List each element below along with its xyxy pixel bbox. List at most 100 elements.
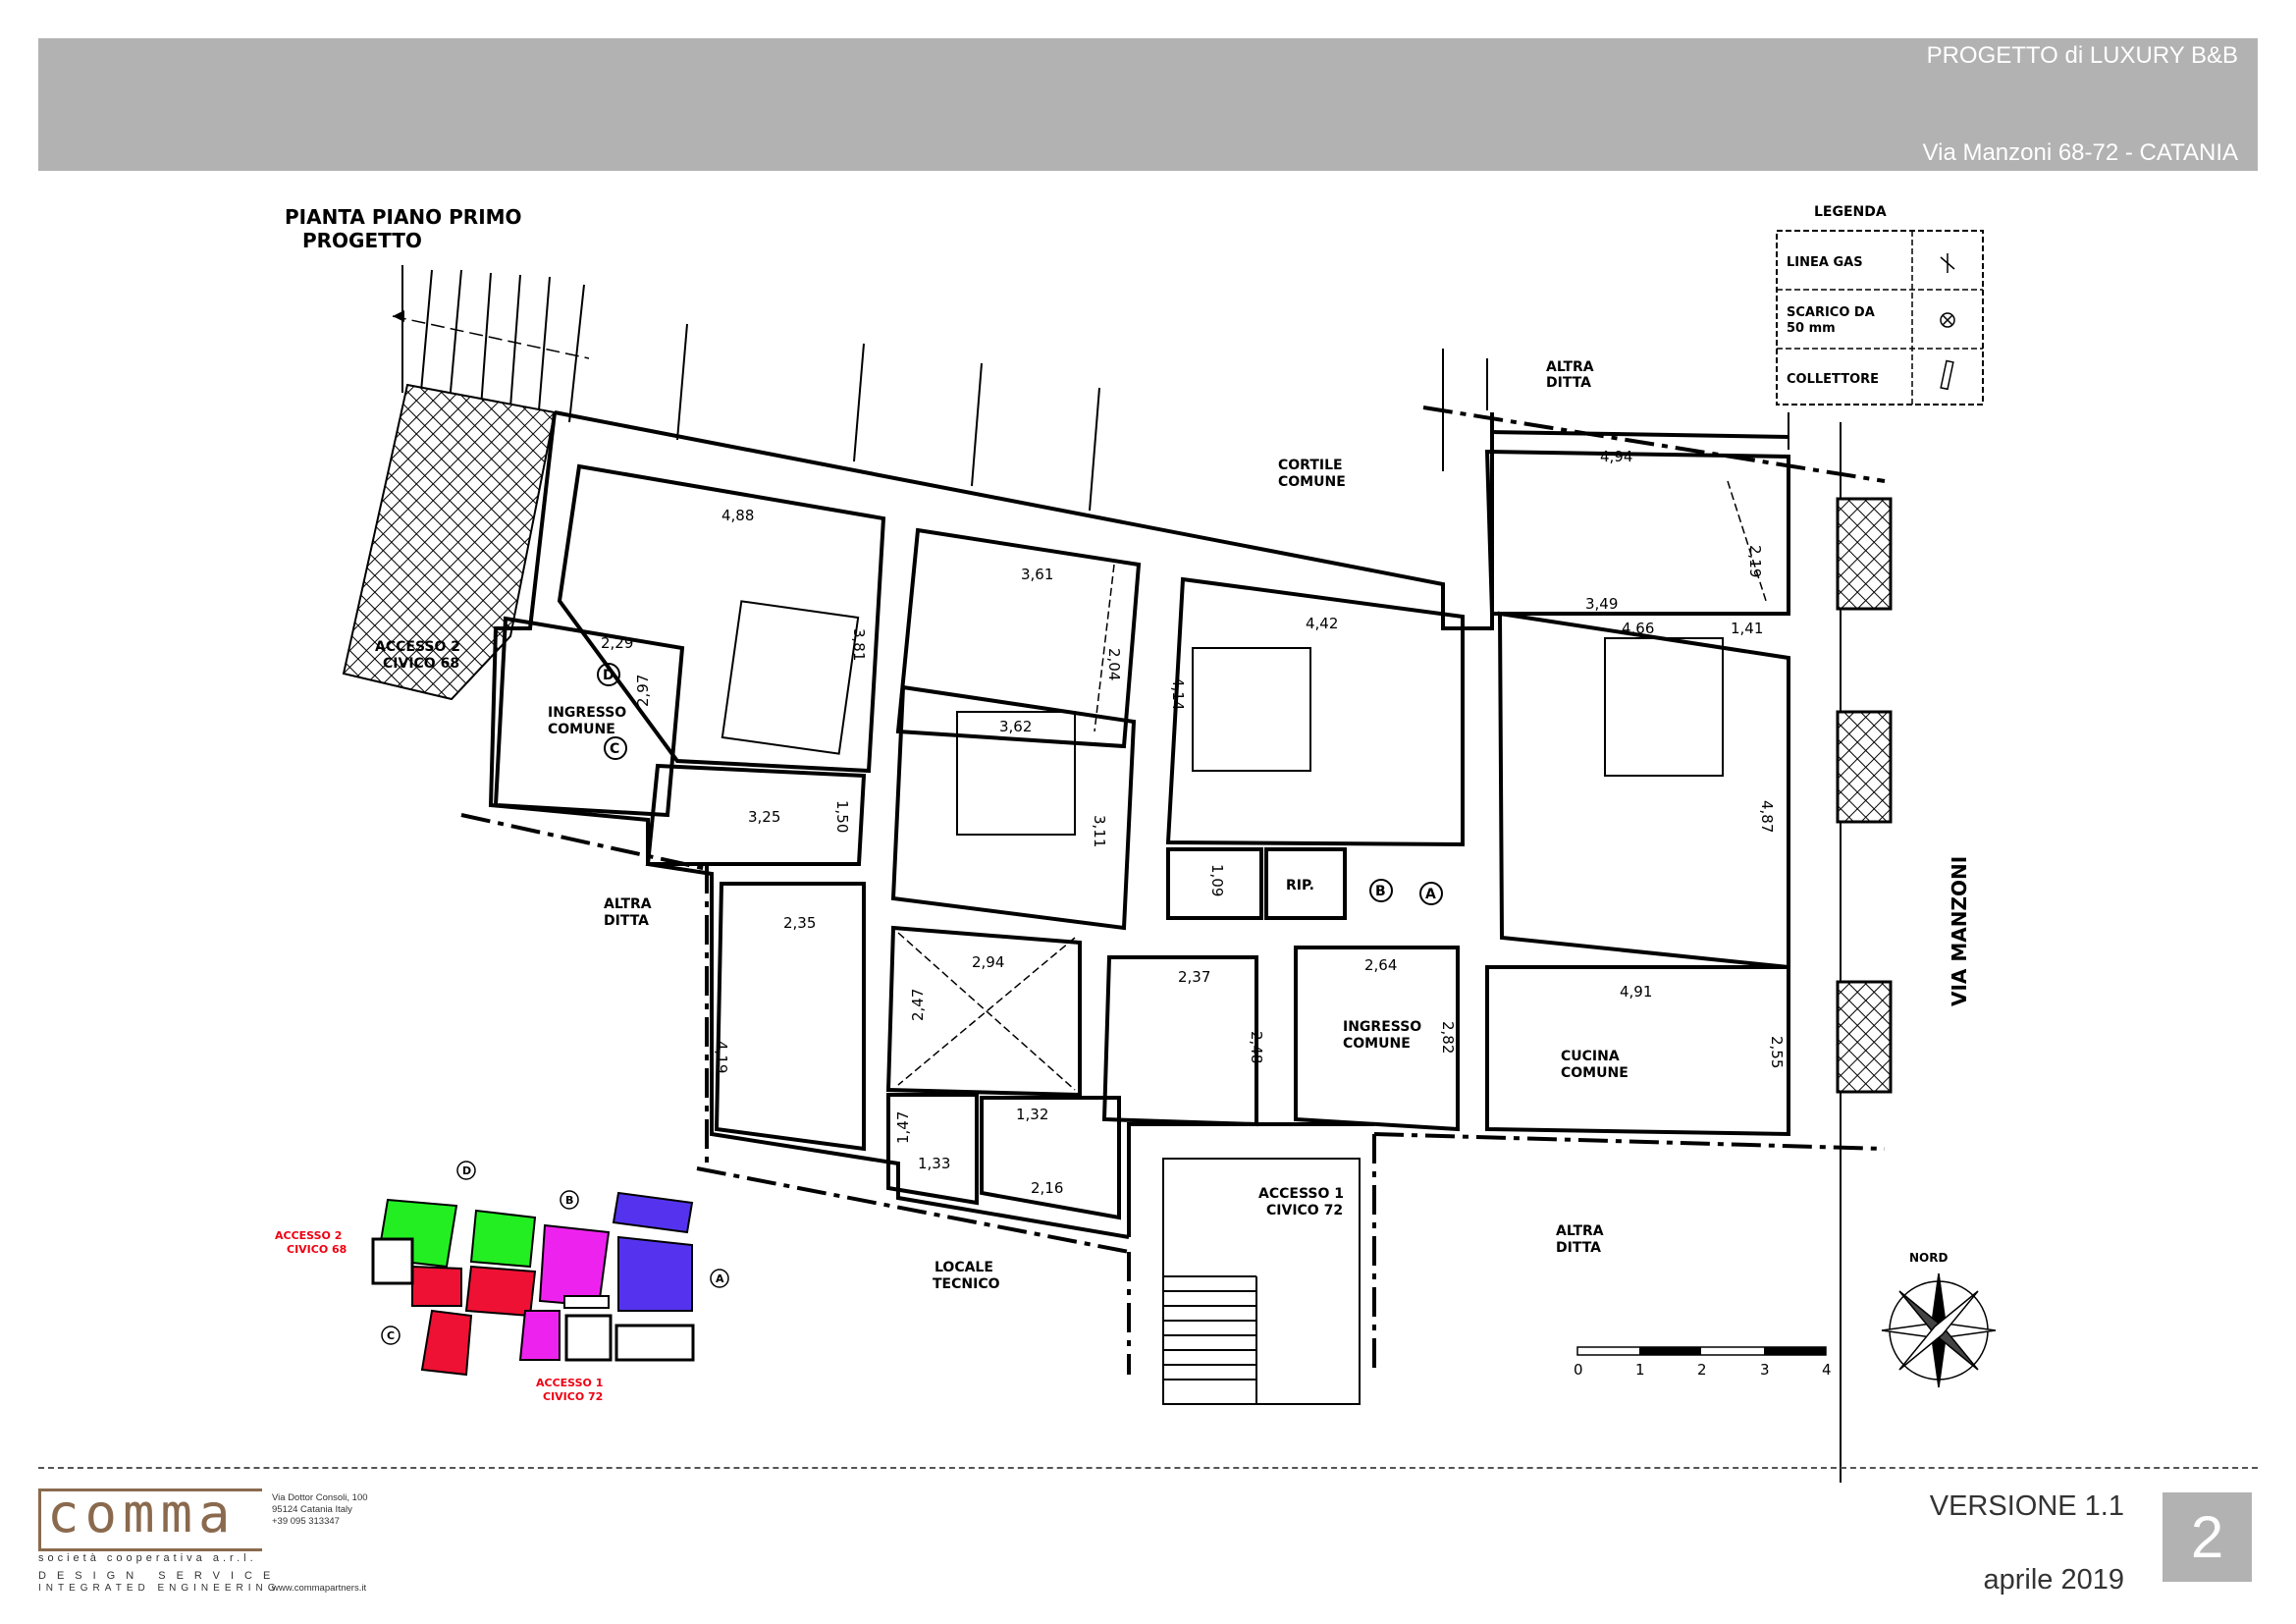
svg-text:4,19: 4,19 bbox=[713, 1041, 730, 1073]
svg-text:3,25: 3,25 bbox=[748, 808, 780, 826]
marker-c: C bbox=[610, 741, 619, 757]
label-accesso-2-1: ACCESSO 2 bbox=[375, 639, 460, 655]
svg-text:CIVICO 68: CIVICO 68 bbox=[287, 1243, 347, 1256]
room-rip bbox=[1264, 847, 1347, 920]
legend-drain-label-1: SCARICO DA bbox=[1787, 305, 1875, 320]
svg-text:4,91: 4,91 bbox=[1620, 983, 1652, 1001]
label-rip: RIP. bbox=[1286, 878, 1314, 893]
date-label: aprile 2019 bbox=[1983, 1564, 2125, 1596]
marker-d: D bbox=[603, 668, 614, 683]
svg-text:2,16: 2,16 bbox=[1031, 1179, 1063, 1197]
label-altra-ditta-top-2: DITTA bbox=[1546, 375, 1591, 391]
room-technical-1 bbox=[886, 1093, 979, 1206]
label-locale-2: TECNICO bbox=[933, 1276, 1000, 1292]
company-website[interactable]: www.commapartners.it bbox=[272, 1583, 367, 1594]
project-address: Via Manzoni 68-72 - CATANIA bbox=[1922, 139, 2238, 166]
legend-title: LEGENDA bbox=[1814, 204, 1887, 220]
label-altra-ditta-bottom-2: DITTA bbox=[1556, 1240, 1601, 1256]
svg-text:2,82: 2,82 bbox=[1439, 1021, 1457, 1054]
scale-bar: 0 1 2 3 4 bbox=[1574, 1346, 1832, 1379]
svg-text:4,66: 4,66 bbox=[1622, 620, 1654, 637]
label-altra-ditta-left-1: ALTRA bbox=[604, 896, 652, 912]
svg-text:2,55: 2,55 bbox=[1768, 1036, 1786, 1068]
room-bedroom-4 bbox=[1497, 611, 1790, 970]
label-accesso-1-2: CIVICO 72 bbox=[1266, 1203, 1343, 1218]
label-ingresso-2a: INGRESSO bbox=[1343, 1019, 1421, 1035]
legend-gas-label: LINEA GAS bbox=[1787, 255, 1863, 270]
svg-text:1,09: 1,09 bbox=[1208, 864, 1226, 896]
label-cortile-2: COMUNE bbox=[1278, 474, 1346, 490]
company-tagline-2: INTEGRATED ENGINEERING bbox=[38, 1583, 281, 1594]
label-via-manzoni: VIA MANZONI bbox=[1948, 856, 1971, 1006]
room-storage-1 bbox=[1166, 847, 1263, 920]
svg-text:2: 2 bbox=[1697, 1361, 1707, 1379]
svg-text:2,35: 2,35 bbox=[783, 914, 816, 932]
svg-text:4,87: 4,87 bbox=[1758, 800, 1776, 833]
plan-subtitle: PROGETTO bbox=[302, 229, 422, 252]
north-arrow-icon bbox=[1881, 1272, 1997, 1388]
svg-text:3,81: 3,81 bbox=[850, 628, 868, 661]
svg-text:1,47: 1,47 bbox=[894, 1111, 912, 1144]
room-technical-2 bbox=[980, 1096, 1121, 1220]
key-map-labels: ACCESSO 2 CIVICO 68 ACCESSO 1 CIVICO 72 bbox=[275, 1229, 603, 1403]
svg-text:C: C bbox=[387, 1329, 395, 1342]
collector-icon bbox=[1940, 359, 1954, 391]
label-ingresso-2b: COMUNE bbox=[1343, 1036, 1411, 1052]
svg-text:3,11: 3,11 bbox=[1091, 815, 1108, 847]
label-ingresso-1b: COMUNE bbox=[548, 722, 615, 737]
svg-text:1: 1 bbox=[1635, 1361, 1645, 1379]
svg-text:4,94: 4,94 bbox=[1600, 448, 1632, 465]
svg-text:3,61: 3,61 bbox=[1021, 566, 1053, 583]
label-altra-ditta-top-1: ALTRA bbox=[1546, 359, 1594, 375]
svg-text:ACCESSO 1: ACCESSO 1 bbox=[536, 1377, 603, 1389]
svg-text:2,97: 2,97 bbox=[634, 675, 652, 707]
key-map bbox=[371, 1161, 729, 1377]
plan-title: PIANTA PIANO PRIMO bbox=[285, 205, 522, 229]
gas-line-icon bbox=[1940, 253, 1955, 273]
hatched-area bbox=[342, 383, 557, 701]
svg-text:4,42: 4,42 bbox=[1306, 615, 1338, 632]
svg-text:CIVICO 72: CIVICO 72 bbox=[543, 1390, 603, 1403]
label-nord: NORD bbox=[1909, 1251, 1948, 1265]
dimension-labels: 4,88 3,61 2,04 4,42 4,14 4,94 2,19 3,49 … bbox=[601, 448, 1786, 1197]
company-address: Via Dottor Consoli, 100 95124 Catania It… bbox=[272, 1492, 368, 1527]
room-bath-1 bbox=[895, 527, 1142, 749]
room-bedroom-2 bbox=[890, 684, 1137, 931]
company-logo bbox=[38, 1489, 262, 1551]
svg-text:0: 0 bbox=[1574, 1361, 1583, 1379]
label-cucina-1: CUCINA bbox=[1561, 1049, 1620, 1064]
svg-text:2,64: 2,64 bbox=[1364, 956, 1397, 974]
key-map-markers: D B C A bbox=[387, 1164, 724, 1342]
room-ingresso-2 bbox=[1294, 946, 1460, 1132]
svg-text:1,41: 1,41 bbox=[1731, 620, 1763, 637]
access-markers: A B C D bbox=[597, 663, 1443, 905]
svg-text:D: D bbox=[462, 1164, 471, 1177]
label-accesso-2-2: CIVICO 68 bbox=[383, 656, 459, 672]
balcony-1 bbox=[1836, 497, 1893, 611]
svg-text:2,37: 2,37 bbox=[1178, 968, 1210, 986]
marker-a: A bbox=[1425, 887, 1436, 902]
svg-text:4,88: 4,88 bbox=[721, 507, 754, 524]
label-accesso-1-1: ACCESSO 1 bbox=[1258, 1186, 1344, 1202]
svg-text:2,48: 2,48 bbox=[1248, 1031, 1265, 1063]
svg-text:2,94: 2,94 bbox=[972, 953, 1004, 971]
label-cucina-2: COMUNE bbox=[1561, 1065, 1629, 1081]
svg-text:B: B bbox=[565, 1194, 573, 1207]
footer-divider bbox=[38, 1467, 2258, 1469]
room-kitchen bbox=[1485, 965, 1790, 1137]
room-bedroom-5 bbox=[885, 925, 1082, 1098]
svg-text:2,29: 2,29 bbox=[601, 634, 633, 652]
drain-icon bbox=[1940, 312, 1955, 328]
stairs bbox=[1162, 1158, 1361, 1405]
svg-text:2,47: 2,47 bbox=[909, 989, 927, 1021]
label-altra-ditta-left-2: DITTA bbox=[604, 913, 649, 929]
svg-text:1,33: 1,33 bbox=[918, 1155, 950, 1172]
company-logo-text: comma bbox=[47, 1483, 237, 1544]
legend: LEGENDA LINEA GAS SCARICO DA 50 mm COLLE… bbox=[1776, 204, 1984, 406]
label-ingresso-1a: INGRESSO bbox=[548, 705, 626, 721]
project-title: PROGETTO di LUXURY B&B bbox=[1926, 42, 2238, 69]
label-altra-ditta-bottom-1: ALTRA bbox=[1556, 1223, 1604, 1239]
legend-collector-label: COLLETTORE bbox=[1787, 372, 1879, 387]
company-legal-form: società cooperativa a.r.l. bbox=[38, 1552, 257, 1564]
